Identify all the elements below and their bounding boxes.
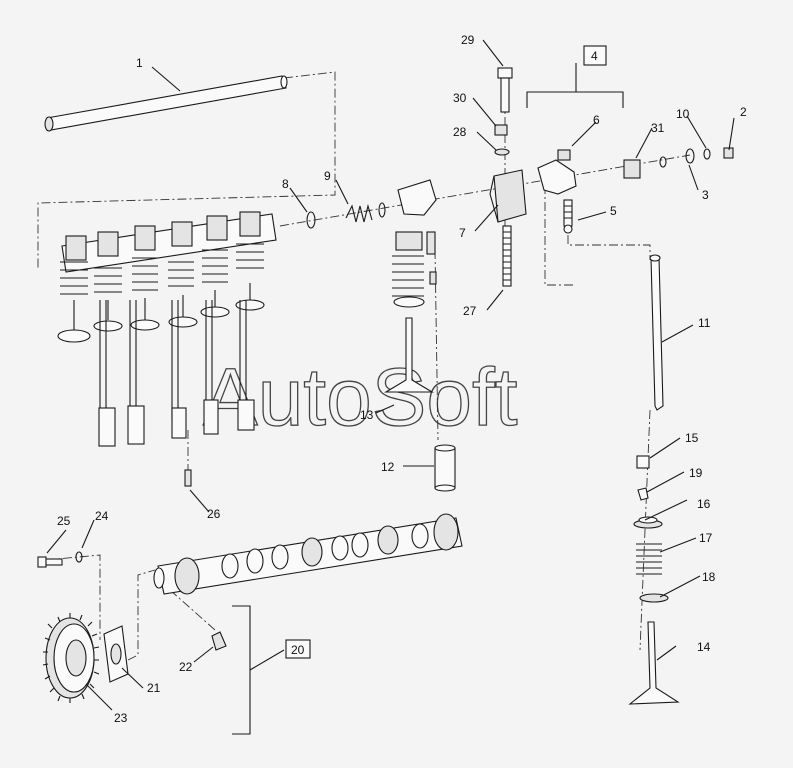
keeper-part-19 — [637, 487, 649, 501]
rocker-arm — [537, 159, 577, 195]
valve-assembly-center — [384, 179, 456, 492]
callout-7: 7 — [459, 226, 466, 240]
callout-11: 11 — [698, 316, 711, 330]
callout-29: 29 — [461, 33, 475, 47]
callout-3: 3 — [702, 188, 709, 202]
callout-4-boxed: 4 — [591, 49, 598, 63]
callout-20-box — [285, 639, 311, 659]
callout-28: 28 — [453, 125, 467, 139]
callout-20: 20 — [291, 643, 305, 657]
bolt-part-29 — [497, 67, 513, 113]
cap-part-15 — [636, 455, 650, 469]
callout-18: 18 — [702, 570, 716, 584]
clip-part-small — [703, 148, 711, 160]
callout-labels: 1 2 3 5 6 7 8 9 10 11 12 13 14 15 16 17 … — [57, 33, 747, 725]
callout-13: 13 — [360, 408, 374, 422]
valve-cluster — [57, 211, 277, 447]
stud-part-27 — [502, 225, 512, 287]
callout-4-box — [583, 45, 607, 66]
washer-part-3 — [659, 156, 667, 168]
group-bracket-4 — [526, 63, 624, 108]
thrust-plate-part-21 — [103, 625, 129, 683]
group-bracket-20 — [232, 605, 285, 735]
key-part-22 — [211, 631, 227, 651]
callout-23: 23 — [114, 711, 128, 725]
plug-part-26 — [184, 469, 192, 487]
rocker-shaft-part — [44, 75, 288, 132]
callout-21: 21 — [147, 681, 161, 695]
callout-5: 5 — [610, 204, 617, 218]
retainer-part-16 — [633, 516, 663, 529]
spring-part-9 — [345, 202, 386, 223]
cam-gear-part-23 — [42, 613, 100, 703]
callout-10: 10 — [676, 107, 690, 121]
ring-part-10 — [685, 148, 695, 164]
cap-part-2 — [723, 147, 734, 159]
bolt-part-25 — [37, 556, 63, 568]
valve-spring-part-17 — [636, 543, 662, 575]
snap-ring-part-8 — [306, 211, 316, 229]
callout-15: 15 — [685, 431, 699, 445]
adjusting-screw-part-5 — [563, 199, 573, 234]
valve-part-14 — [628, 621, 680, 705]
callout-30: 30 — [453, 91, 467, 105]
callout-17: 17 — [699, 531, 713, 545]
push-rod-part-11 — [649, 254, 664, 411]
callout-8: 8 — [282, 177, 289, 191]
spacer-part-31 — [623, 159, 641, 179]
callout-9: 9 — [324, 169, 331, 183]
callout-14: 14 — [697, 640, 711, 654]
callout-2: 2 — [740, 105, 747, 119]
callout-12: 12 — [381, 460, 395, 474]
callout-26: 26 — [207, 507, 221, 521]
watermark-text: AutoSoft — [203, 352, 518, 443]
callout-1: 1 — [136, 56, 143, 70]
bracket-part-7 — [489, 169, 527, 223]
camshaft — [153, 513, 463, 595]
nut-part-30 — [494, 124, 508, 136]
nut-part-6 — [557, 149, 571, 161]
callout-25: 25 — [57, 514, 71, 528]
callout-22: 22 — [179, 660, 193, 674]
leader-lines — [46, 39, 735, 711]
callout-24: 24 — [95, 509, 109, 523]
washer-part-28 — [494, 148, 510, 156]
callout-31: 31 — [651, 121, 665, 135]
washer-part-24 — [75, 551, 83, 563]
callout-16: 16 — [697, 497, 711, 511]
callout-27: 27 — [463, 304, 477, 318]
callout-6: 6 — [593, 113, 600, 127]
callout-19: 19 — [689, 466, 703, 480]
